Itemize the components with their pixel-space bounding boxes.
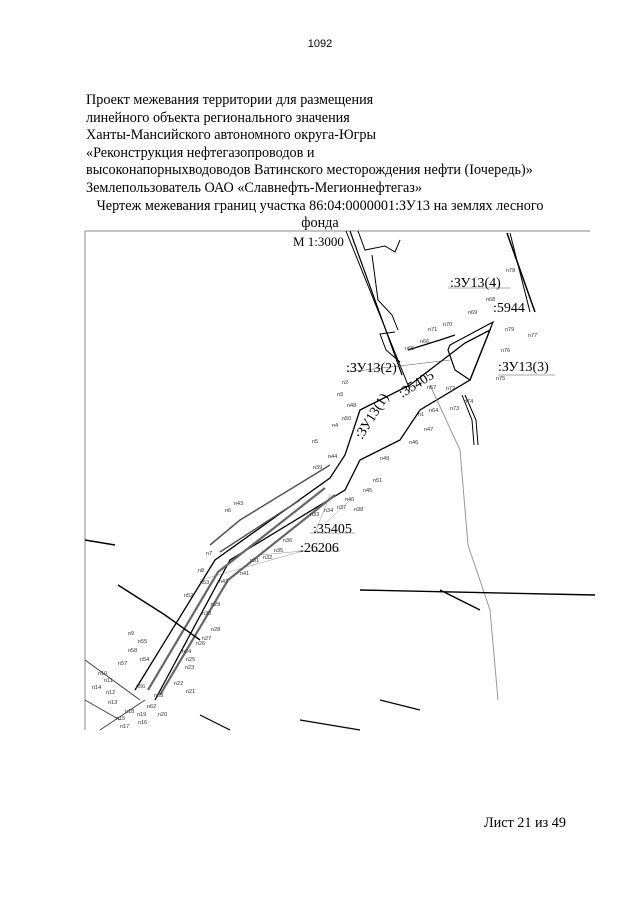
point-label: n25 [186,657,195,663]
point-label: n19 [137,712,146,718]
point-label: n33 [310,512,319,518]
point-label: n5 [312,439,318,445]
point-label: n17 [120,724,129,730]
point-label: n18 [125,709,134,715]
drawing-title-continued: фонда [301,215,339,231]
point-label: n48 [347,403,356,409]
point-label: n74 [464,399,473,405]
point-label: n53 [200,580,209,586]
point-label: n70 [443,322,452,328]
point-label: n23 [185,665,194,671]
point-label: n42 [219,579,228,585]
map-scale: М 1:3000 [293,234,344,249]
point-label: n44 [328,454,337,460]
point-label: n40 [345,497,354,503]
point-label: n16 [138,720,147,726]
point-label: n39 [313,465,322,471]
point-label: n49 [380,456,389,462]
point-label: n35 [274,548,283,554]
point-label: n1 [418,412,424,418]
point-label: n38 [354,507,363,513]
point-label: n41 [240,571,249,577]
point-label: n73 [450,406,459,412]
drawing-title: Чертеж межевания границ участка 86:04:00… [96,198,544,214]
point-label: n78 [506,268,515,274]
point-label: n72 [446,386,455,392]
parcel-label: :35405 [313,522,352,537]
header-line: «Реконструкция нефтегазопроводов и [86,144,315,161]
point-label: n21 [186,689,195,695]
point-label: n76 [501,348,510,354]
point-label: n47 [424,427,433,433]
point-label: n46 [409,440,418,446]
point-label: n55 [138,639,147,645]
point-label: n7 [206,551,212,557]
point-label: n26 [196,641,205,647]
header-line: Землепользователь ОАО «Славнефть-Мегионн… [86,179,423,196]
point-label: n28 [211,627,220,633]
point-label: n79 [505,327,514,333]
page-number: 1092 [307,38,333,50]
point-label: n43 [234,501,243,507]
point-label: n27 [202,636,211,642]
point-label: n4 [332,423,338,429]
sheet-number: Лист 21 из 49 [484,815,566,831]
point-label: n52 [184,593,193,599]
point-label: n63 [154,693,163,699]
point-label: n9 [128,631,134,637]
point-label: n10 [98,671,107,677]
point-label: n24 [182,649,191,655]
parcel-label: :26206 [300,541,339,556]
point-label: n31 [250,558,259,564]
header-line: линейного объекта регионального значения [86,109,350,126]
point-label: n34 [324,508,333,514]
point-label: n36 [283,538,292,544]
point-label: n22 [174,681,183,687]
point-label: n2 [342,380,348,386]
point-label: n45 [363,488,372,494]
parcel-label: :ЗУ13(4) [450,276,501,291]
point-label: n77 [528,333,537,339]
parcel-label: :ЗУ13(3) [498,360,549,375]
point-label: n62 [147,704,156,710]
point-label: n15 [116,716,125,722]
point-label: n54 [140,657,149,663]
point-label: n75 [496,376,505,382]
point-label: n20 [158,712,167,718]
point-label: n64 [429,408,438,414]
point-label: n12 [106,690,115,696]
point-label: n29 [211,602,220,608]
point-label: n30 [202,611,211,617]
point-label: n11 [104,678,113,684]
road-outline [345,230,411,391]
parcel-label: :ЗУ13(2) [346,361,397,376]
point-label: n13 [108,700,117,706]
point-label: n67 [427,385,436,391]
point-label: n32 [263,555,272,561]
point-label: n6 [225,508,231,514]
point-label: n69 [468,310,477,316]
header-line: Проект межевания территории для размещен… [86,92,374,108]
point-label: n71 [428,327,437,333]
header-line: Ханты-Мансийского автономного округа-Югр… [86,127,377,144]
point-label: n50 [342,416,351,422]
point-label: n14 [92,685,101,691]
parcel-label: :ЗУ13(1) [353,391,393,442]
point-label: n3 [337,392,343,398]
parcel-label: :5944 [493,301,525,316]
point-label: n51 [373,478,382,484]
point-label: n56 [136,684,145,690]
document-header: Проект межевания территории для размещен… [86,92,533,198]
point-label: n58 [128,648,137,654]
header-line: высоконапорныхводоводов Ватинского место… [86,162,533,179]
point-label: n65 [405,346,414,352]
point-label: n57 [118,661,127,667]
point-label: n68 [486,297,495,303]
point-label: n37 [337,505,346,511]
point-label: n8 [198,568,204,574]
point-label: n66 [420,339,429,345]
